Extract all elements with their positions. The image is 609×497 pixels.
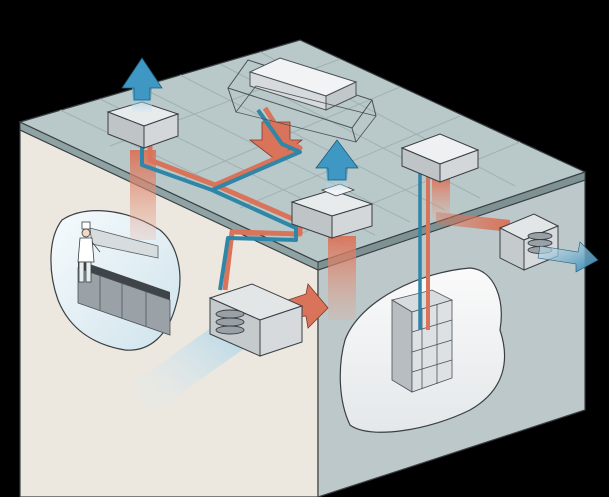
ductwork <box>140 106 430 330</box>
intake-air-handling-unit <box>130 283 304 415</box>
exhaust-arrow-up-middle <box>315 139 359 181</box>
warm-duct <box>147 106 303 188</box>
storage-cabinet <box>390 289 454 393</box>
filter-coils <box>215 309 245 335</box>
exhaust-arrow-up-left <box>121 57 163 101</box>
warm-air-flows <box>130 121 510 329</box>
storage-room-cutaway <box>339 267 506 433</box>
kitchen-cutaway <box>50 210 181 351</box>
left-roof-unit <box>106 57 180 149</box>
chef-figure <box>77 221 101 283</box>
middle-roof-unit <box>290 139 374 239</box>
exhaust-arrow-right <box>537 241 599 273</box>
roof-hood-assembly <box>227 57 377 143</box>
right-roof-unit <box>400 133 480 183</box>
exhaust-air-handling-unit <box>498 213 599 273</box>
cool-duct <box>140 108 302 192</box>
down-arrow <box>248 121 304 161</box>
